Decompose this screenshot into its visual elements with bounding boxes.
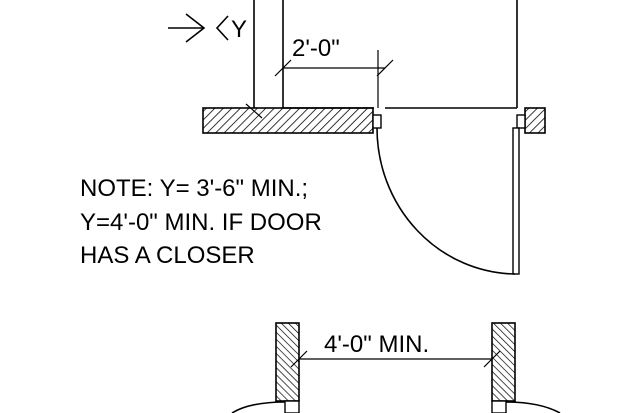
door-jamb-right	[516, 114, 526, 129]
dimension-2ft-label: 2'-0"	[292, 35, 340, 62]
left-wall	[202, 103, 374, 134]
y-dimension-arrowhead	[215, 15, 229, 41]
note-line-2: Y=4'-0" MIN. IF DOOR	[80, 209, 322, 236]
door-leaf	[512, 127, 520, 275]
note-line-3: HAS A CLOSER	[80, 242, 255, 269]
left-door-stop	[284, 400, 300, 413]
dimension-2ft: 2'-0"	[274, 35, 394, 108]
dimension-4ft: 4'-0" MIN.	[290, 331, 501, 368]
right-door-stop	[491, 400, 507, 413]
left-swing-arc	[231, 401, 286, 413]
note-line-1: NOTE: Y= 3'-6" MIN.;	[80, 175, 308, 202]
y-dimension-label: Y	[231, 16, 247, 43]
right-wall	[524, 107, 546, 134]
top-plan: Y 2'-0"	[168, 0, 546, 275]
door-jamb-left	[372, 114, 382, 129]
door-swing-arc	[376, 127, 516, 275]
right-swing-arc	[505, 401, 561, 413]
note-text: NOTE: Y= 3'-6" MIN.; Y=4'-0" MIN. IF DOO…	[80, 175, 322, 269]
dimension-4ft-label: 4'-0" MIN.	[324, 331, 429, 358]
right-jamb-wall	[491, 322, 516, 402]
door-swing	[376, 127, 520, 275]
approach-arrow	[168, 13, 206, 43]
bottom-plan: 4'-0" MIN.	[231, 322, 561, 413]
